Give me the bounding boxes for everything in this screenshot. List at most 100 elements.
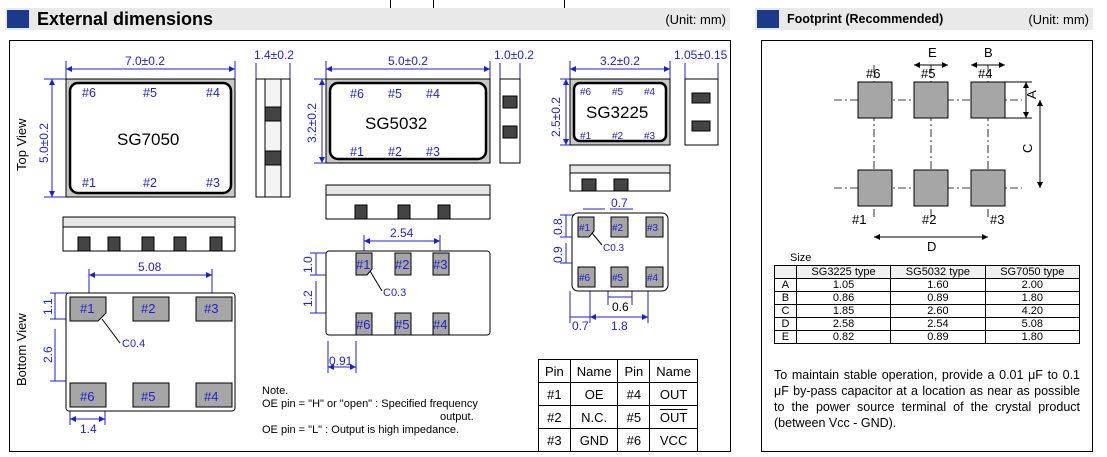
dim-d-label: D xyxy=(927,239,936,254)
pin-label: #2 xyxy=(922,212,936,227)
pin-label: #6 xyxy=(356,317,370,332)
cell: 4.20 xyxy=(984,304,1081,318)
pin-label: #2 xyxy=(612,223,624,234)
cell: OE xyxy=(569,382,619,406)
footprint-pads xyxy=(857,81,1006,207)
sg5032-height: 3.2±0.2 xyxy=(305,103,319,143)
sg5032-width: 5.0±0.2 xyxy=(388,54,428,68)
dim-b-label: B xyxy=(984,45,993,60)
top-view-label: Top View xyxy=(14,118,29,171)
cell: 1.80 xyxy=(984,330,1081,344)
cell: B xyxy=(774,291,797,305)
header-square-icon xyxy=(757,10,779,28)
sg7050-front xyxy=(62,216,236,252)
sg3225-side-dim: 1.05±0.15 xyxy=(674,48,728,62)
size-label: Size xyxy=(790,252,812,264)
header-cell: Pin xyxy=(617,359,651,383)
pin-label: #1 xyxy=(350,145,364,159)
cell: #4 xyxy=(617,382,651,406)
pin-label: #6 xyxy=(80,389,94,404)
pin-label: #6 xyxy=(866,66,880,81)
sg3225-side xyxy=(684,78,719,146)
pin-label: #2 xyxy=(612,131,624,142)
cell: 0.86 xyxy=(795,291,892,305)
pin-label: #3 xyxy=(647,223,659,234)
pin-label: #2 xyxy=(143,176,157,190)
pin-label: #5 xyxy=(612,87,624,98)
table-row: #1 OE #4 OUT xyxy=(538,382,698,406)
cell: #2 xyxy=(538,405,571,429)
dim-label: 1.1 xyxy=(41,298,55,315)
pin-label: #1 xyxy=(580,131,592,142)
dim-label: 1.2 xyxy=(301,290,315,307)
size-table-header: SG3225 type SG5032 type SG7050 type xyxy=(774,265,1081,279)
pin-label: #5 xyxy=(388,87,402,101)
dim-label: C0.3 xyxy=(383,287,406,299)
bottom-view-label: Bottom View xyxy=(14,313,29,386)
header-square-icon xyxy=(7,10,29,28)
pin-label: #2 xyxy=(141,301,155,316)
pin-label: #4 xyxy=(433,317,447,332)
sg3225-width: 3.2±0.2 xyxy=(600,54,640,68)
cell: OUT xyxy=(649,382,698,406)
dim-label: 2.54 xyxy=(390,226,414,240)
sg3225-front xyxy=(569,164,671,192)
header-cell: SG3225 type xyxy=(795,265,892,279)
pin-label: #3 xyxy=(433,257,447,272)
dim-label: 0.6 xyxy=(612,300,629,314)
pin-label: #5 xyxy=(141,389,155,404)
note-line-1: OE pin = "H" or "open" : Specified frequ… xyxy=(262,398,478,410)
cell: 2.54 xyxy=(890,317,986,331)
cell: 0.89 xyxy=(890,291,986,305)
cell: #6 xyxy=(617,428,651,452)
dim-label: C0.3 xyxy=(603,243,625,254)
cell: 1.85 xyxy=(795,304,892,318)
dimensions-drawing: Top View Bottom View 7.0±0.2 1.4±0.2 5.0… xyxy=(14,48,728,436)
cell: 1.05 xyxy=(795,278,892,292)
bypass-capacitor-note: To maintain stable operation, provide a … xyxy=(774,368,1080,430)
cell: A xyxy=(774,278,797,292)
pin-label: #6 xyxy=(82,86,96,100)
sg7050-width: 7.0±0.2 xyxy=(125,54,165,68)
footprint-panel: E B A C D #6 #5 #4 #1 #2 #3 Size SG3225 … xyxy=(761,40,1093,452)
dim-label: 1.4 xyxy=(80,422,97,436)
footprint-header: Footprint (Recommended) (Unit: mm) xyxy=(755,8,1093,30)
sg5032-bottom xyxy=(325,250,491,336)
external-dimensions-header: External dimensions (Unit: mm) xyxy=(5,8,730,30)
sg5032-front xyxy=(325,184,491,220)
dim-label: 5.08 xyxy=(138,260,162,274)
dim-label: 0.7 xyxy=(572,319,589,333)
pin-label: #4 xyxy=(426,87,440,101)
header-cell: SG5032 type xyxy=(890,265,986,279)
table-row: #3 GND #6 VCC xyxy=(538,428,698,452)
sg7050-side-dim: 1.4±0.2 xyxy=(254,48,294,62)
pin-label: #4 xyxy=(644,87,656,98)
cell: #1 xyxy=(538,382,571,406)
note-block: Note. OE pin = "H" or "open" : Specified… xyxy=(262,385,478,437)
cell: 1.60 xyxy=(890,278,986,292)
pin-label: #2 xyxy=(395,257,409,272)
dimension-lines xyxy=(44,61,719,425)
cell: 2.00 xyxy=(984,278,1081,292)
pin-label: #5 xyxy=(612,273,624,284)
cell: D xyxy=(774,317,797,331)
external-dimensions-panel: Top View Bottom View 7.0±0.2 1.4±0.2 5.0… xyxy=(9,40,731,452)
dim-label: 0.9 xyxy=(551,246,565,263)
dim-e-label: E xyxy=(928,45,937,60)
header-cell: Pin xyxy=(538,359,571,383)
header-cell: SG7050 type xyxy=(984,265,1081,279)
footprint-unit: (Unit: mm) xyxy=(1028,11,1089,27)
sg3225-bottom xyxy=(571,212,669,292)
pin-label: #4 xyxy=(978,66,992,81)
pin-label: #4 xyxy=(647,273,659,284)
pin-label: #1 xyxy=(82,176,96,190)
dim-a-label: A xyxy=(1024,90,1039,99)
sg5032-side-dim: 1.0±0.2 xyxy=(494,48,534,62)
pin-label: #6 xyxy=(579,273,591,284)
sg7050-bottom xyxy=(65,292,236,412)
